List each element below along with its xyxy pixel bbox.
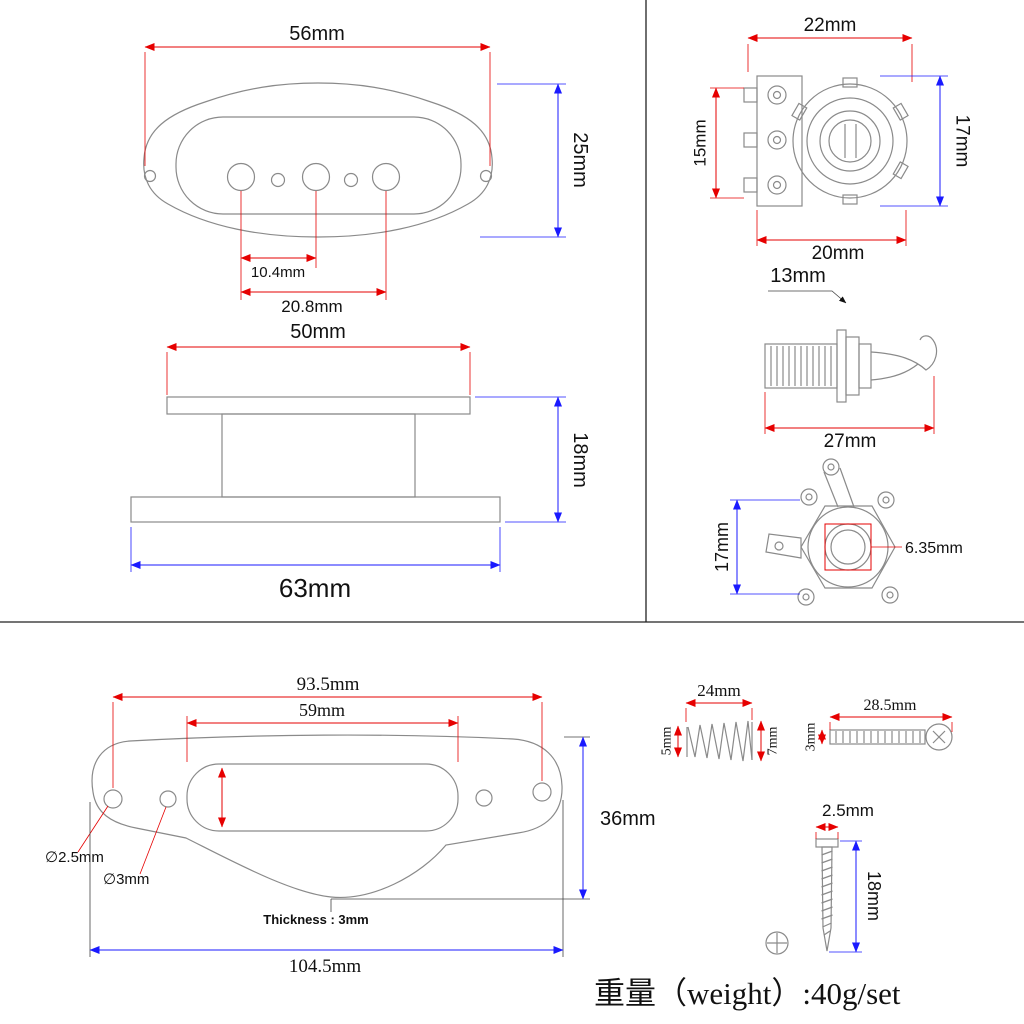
jack-tip-contact (870, 335, 938, 371)
phillips-head-icon (765, 931, 789, 955)
pot-shaft (828, 119, 872, 163)
dim-jack-thread-diameter: 13mm (770, 265, 826, 287)
dim-pot-height: 17mm (952, 115, 973, 168)
pickup-top-view: 56mm 25mm 10.4mm 20.8mm (143, 23, 591, 316)
pole-piece (371, 162, 401, 192)
dim-plate-large-hole: ∅3mm (103, 871, 149, 888)
screw-horizontal-view: 28.5mm 3mm (804, 697, 953, 751)
pot-top-view: 22mm 17mm 15mm 20mm (691, 15, 973, 264)
dim-pot-body-width: 20mm (812, 243, 865, 264)
dim-pole-pitch: 10.4mm (251, 264, 305, 281)
plate-hole (103, 789, 123, 809)
pot-front-view: 6.35mm 17mm (712, 458, 963, 606)
screw-vertical-view: 2.5mm 18mm (765, 801, 884, 955)
dim-bobbin-top-width: 50mm (290, 321, 346, 343)
mount-ear-hole-left (143, 169, 157, 183)
dim-pot-bracket-height: 15mm (691, 119, 710, 166)
dim-baseplate-width: 63mm (279, 573, 351, 603)
dim-plate-length: 104.5mm (289, 956, 362, 977)
dim-screw-h-diameter: 3mm (804, 723, 819, 752)
dim-jack-length: 27mm (824, 431, 877, 452)
dim-pot-width: 22mm (804, 15, 857, 36)
pole-piece-small (270, 172, 286, 188)
note-plate-thickness: Thickness : 3mm (263, 912, 369, 927)
dim-screw-v-length: 18mm (864, 871, 884, 921)
screw-head (925, 723, 953, 751)
dim-pickup-width: 56mm (289, 23, 345, 45)
plate-view: 93.5mm 59mm 36mm ∅2.5mm ∅3mm Thickness :… (45, 674, 656, 977)
pole-piece-small (343, 172, 359, 188)
plate-hole (159, 790, 177, 808)
pole-piece (301, 162, 331, 192)
jack-washer (836, 329, 847, 403)
dim-screw-v-diameter: 2.5mm (822, 801, 874, 820)
jack-view: 13mm 27mm (764, 265, 938, 452)
jack-nut (845, 336, 860, 396)
dim-screw-h-length: 28.5mm (864, 697, 917, 714)
dim-pickup-height: 25mm (569, 132, 591, 188)
dim-pole-span: 20.8mm (281, 297, 342, 316)
screw-head (815, 838, 839, 848)
plate-hole (532, 782, 552, 802)
weight-note: 重量（weight）:40g/set (594, 976, 901, 1011)
dim-plate-small-hole: ∅2.5mm (45, 849, 104, 866)
plate-slot (186, 763, 459, 832)
pole-piece (226, 162, 256, 192)
dim-spring-length: 24mm (697, 681, 740, 700)
dim-bobbin-height: 18mm (569, 432, 591, 488)
mount-ear-hole-right (479, 169, 493, 183)
pickup-side-view: 50mm 18mm 63mm (130, 321, 591, 603)
spring-view: 24mm 5mm 7mm (660, 681, 781, 762)
plate-hole (475, 789, 493, 807)
dim-plate-slot-width: 59mm (299, 700, 345, 720)
dim-plate-height: 36mm (600, 808, 656, 830)
dim-spring-small-end: 5mm (660, 727, 675, 756)
dim-pot-front-height: 17mm (712, 522, 732, 572)
dim-pot-shaft-diameter: 6.35mm (905, 540, 963, 557)
dim-plate-hole-span: 93.5mm (297, 674, 360, 695)
dim-spring-large-end: 7mm (766, 727, 781, 756)
